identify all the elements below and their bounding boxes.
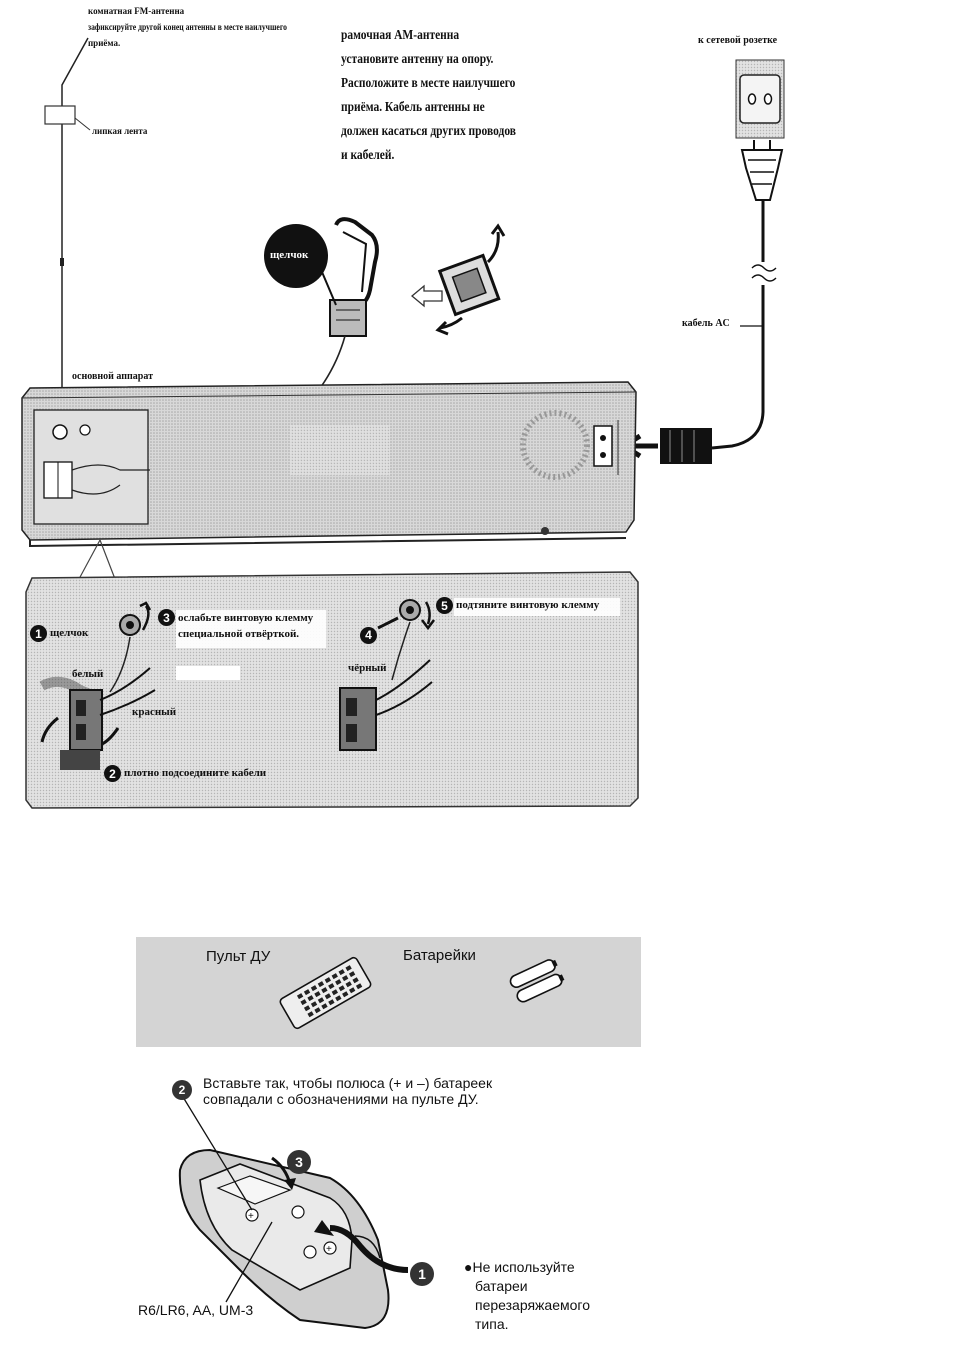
- am-line-6: и кабелей.: [341, 148, 395, 163]
- am-line-5: должен касаться других проводов: [341, 124, 517, 139]
- am-line-3: Расположите в месте наилучшего: [341, 76, 516, 91]
- step-2-number: 2: [104, 765, 121, 782]
- battery-insertion-icon: + +: [178, 1096, 409, 1330]
- step-4-number: 4: [360, 626, 377, 644]
- step-3-line2: специальной отвёрткой.: [178, 628, 300, 640]
- ac-plug-icon: [740, 140, 784, 201]
- white-wire-label: белый: [72, 668, 104, 680]
- battery-step-3: 3: [287, 1150, 311, 1174]
- step-1-number: 1: [30, 625, 47, 642]
- remote-label: Пульт ДУ: [206, 948, 271, 965]
- am-loop-antenna-icon: [329, 217, 379, 337]
- ac-cable-label: кабель AC: [682, 318, 730, 329]
- battery-type-label: R6/LR6, AA, UM-3: [138, 1302, 254, 1318]
- black-wire-label: чёрный: [348, 662, 387, 674]
- am-line-4: приёма. Кабель антенны не: [341, 100, 485, 115]
- step-4: 4: [360, 626, 377, 644]
- step-2: 2 плотно подсоедините кабели: [104, 765, 266, 782]
- am-line-2: установите антенну на опору.: [341, 52, 494, 67]
- terminal-detail-right: [339, 599, 435, 751]
- battery-instruction-line1: Вставьте так, чтобы полюса (+ и –) батар…: [203, 1075, 493, 1091]
- am-line-1: рамочная AM-антенна: [341, 28, 460, 43]
- note-line-2: батареи: [475, 1278, 528, 1294]
- main-unit-icon: [21, 381, 637, 548]
- note-line-1: Не используйте: [472, 1259, 575, 1275]
- step-3-line1: ослабьте винтовую клемму: [178, 612, 314, 624]
- rotate-arrow-down-icon: [435, 316, 463, 336]
- step-5: 5 подтяните винтовую клемму: [436, 597, 599, 614]
- batteries-label: Батарейки: [403, 947, 476, 964]
- rotate-arrow-up-icon: [486, 223, 506, 264]
- adhesive-tape-icon: [44, 105, 76, 125]
- step-2-text: плотно подсоедините кабели: [124, 767, 267, 779]
- battery-instruction-line2: совпадали с обозначениями на пульте ДУ.: [203, 1091, 479, 1107]
- step-3: 3 ослабьте винтовую клемму специальной о…: [158, 609, 313, 642]
- fm-antenna-desc-line1: зафиксируйте другой конец антенны в мест…: [88, 22, 287, 32]
- bullet-icon: ●: [464, 1259, 473, 1275]
- terminal-detail-left: [39, 601, 156, 770]
- battery-step-2-number: 2: [172, 1080, 192, 1100]
- note-line-3: перезаряжаемого: [475, 1297, 590, 1313]
- svg-text:+: +: [248, 1211, 254, 1222]
- outlet-label: к сетевой розетке: [698, 35, 778, 46]
- ac-power-cable: [711, 200, 765, 450]
- step-1: 1 щелчок: [30, 625, 88, 642]
- svg-text:+: +: [326, 1244, 332, 1255]
- click-callout-circle: [264, 224, 328, 288]
- remote-control-icon: [279, 956, 372, 1030]
- battery-note: ●Не используйте батареи перезаряжаемого …: [464, 1258, 590, 1334]
- fm-antenna-wire: [60, 37, 89, 420]
- step-5-text: подтяните винтовую клемму: [456, 599, 600, 611]
- battery-step-2: 2: [172, 1080, 192, 1100]
- batteries-icon: [509, 959, 565, 1003]
- am-click-label: щелчок: [270, 249, 309, 261]
- adhesive-tape-label: липкая лента: [92, 126, 148, 136]
- step-3-number: 3: [158, 609, 175, 626]
- battery-step-1-number: 1: [410, 1262, 434, 1286]
- battery-instruction: Вставьте так, чтобы полюса (+ и –) батар…: [203, 1075, 492, 1107]
- battery-step-3-number: 3: [287, 1150, 311, 1174]
- connection-diagram: [21, 37, 785, 809]
- red-wire-label: красный: [132, 706, 177, 718]
- battery-step-1: 1: [410, 1262, 434, 1286]
- note-line-4: типа.: [475, 1316, 509, 1332]
- step-5-number: 5: [436, 597, 453, 614]
- step-1-text: щелчок: [50, 627, 89, 639]
- am-antenna-instructions: рамочная AM-антенна установите антенну н…: [341, 24, 516, 168]
- appliance-connector-icon: [660, 428, 712, 464]
- main-unit-label: основной аппарат: [72, 371, 153, 382]
- fm-antenna-title: комнатная FM-антенна: [88, 6, 185, 16]
- accessories-panel: [136, 937, 641, 1047]
- antenna-base-icon: [437, 253, 501, 317]
- wall-outlet-icon: [735, 59, 785, 139]
- hollow-arrow-icon: [410, 284, 443, 308]
- fm-antenna-desc-line2: приёма.: [88, 38, 121, 48]
